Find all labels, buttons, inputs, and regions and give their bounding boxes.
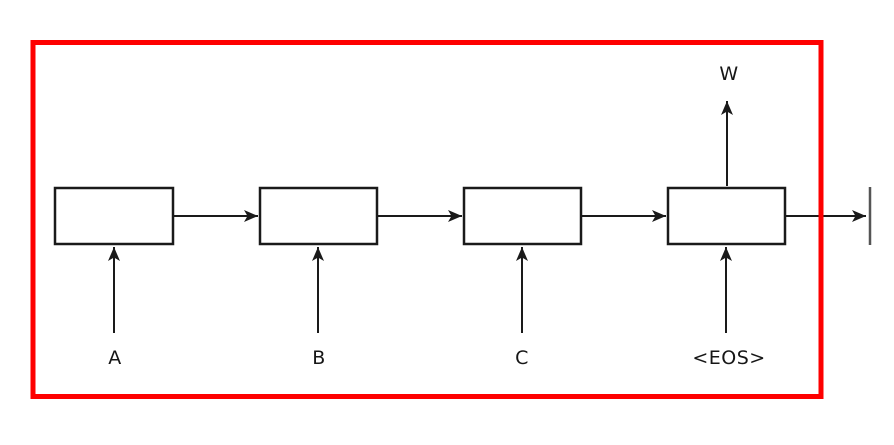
input-label-b: B xyxy=(312,347,326,369)
output-label-w: W xyxy=(719,63,739,85)
input-label-c: C xyxy=(515,347,529,369)
input-label-eos: <EOS> xyxy=(692,347,766,369)
rnn-cell-1 xyxy=(53,186,175,246)
rnn-cell-4 xyxy=(666,186,787,246)
input-label-a: A xyxy=(108,347,122,369)
rnn-cell-2 xyxy=(258,186,379,246)
rnn-cell-3 xyxy=(462,186,583,246)
red-annotation-frame xyxy=(30,40,824,399)
